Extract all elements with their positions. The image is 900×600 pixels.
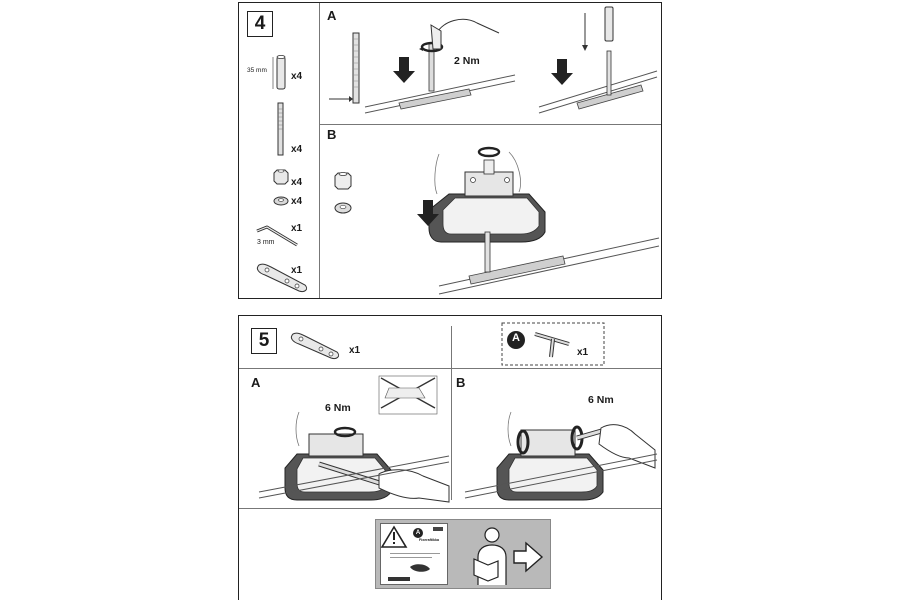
sleeve-quantity: x4 (291, 71, 303, 82)
section-divider-bottom (239, 508, 661, 509)
plate-icon (290, 332, 340, 359)
nut-quantity: x4 (291, 177, 303, 188)
section-a-illustration (329, 6, 658, 114)
tool-box (501, 322, 605, 366)
sleeve-dimension-label: 35 mm (247, 67, 267, 74)
section-b-illustration (464, 411, 658, 501)
car-icon (410, 564, 430, 572)
rail (438, 231, 660, 295)
bolt-icon (277, 102, 284, 156)
tool-quantity: x1 (577, 347, 589, 358)
section-a-illustration (258, 375, 450, 503)
section-divider-top (239, 368, 661, 369)
step-number: 4 (247, 11, 273, 37)
washer-icon (334, 202, 352, 214)
section-b-label: B (327, 127, 337, 142)
section-b-label: B (456, 375, 466, 390)
hex-key-quantity: x1 (291, 223, 303, 234)
section-a-torque: 6 Nm (325, 402, 351, 414)
banner-illustration (380, 525, 544, 585)
section-b-torque: 6 Nm (588, 394, 614, 406)
threaded-rod (329, 32, 360, 104)
section-b-illustration (334, 146, 660, 295)
sheet-badge-label: A (415, 530, 421, 536)
parts-illustrations (256, 55, 308, 292)
down-arrow-icon (551, 59, 573, 85)
step-number: 5 (251, 328, 277, 354)
rail-left (364, 74, 516, 114)
washer-quantity: x4 (291, 196, 303, 207)
warning-icon (380, 525, 408, 548)
tool-badge-label: A (512, 332, 520, 344)
nut-icon (334, 172, 352, 190)
tightening-tool (419, 18, 500, 92)
step-4-panel: 4 35 mm x4 x4 x4 x4 x1 3 mm x1 (238, 2, 662, 299)
rack-foot (496, 411, 656, 501)
sheet-badge-icon (413, 528, 423, 538)
sheet-title: Fixeraftikka (419, 538, 439, 542)
washer-icon (273, 196, 289, 206)
plate-quantity: x1 (291, 265, 303, 276)
section-a-label: A (327, 8, 337, 23)
person-reading-icon (473, 527, 507, 585)
hex-key-size-label: 3 mm (257, 239, 275, 246)
arrow-right-icon (513, 541, 544, 573)
plate-icon (256, 263, 308, 292)
hex-key-icon (256, 225, 298, 247)
rack-foot (428, 146, 546, 243)
plate-quantity: x1 (349, 345, 361, 356)
nut-icon (273, 169, 289, 185)
brand-logo (433, 527, 443, 531)
rail-right (538, 6, 658, 114)
section-a-label: A (251, 375, 261, 390)
tool-badge-icon (507, 331, 525, 349)
no-hands-icon (378, 375, 438, 415)
bolt-quantity: x4 (291, 144, 303, 155)
parts-divider (319, 3, 320, 298)
section-divider-vertical (451, 326, 452, 500)
down-arrow-icon (393, 57, 415, 83)
down-arrow-icon (417, 200, 439, 226)
section-a-torque: 2 Nm (454, 55, 480, 67)
sleeve-icon (272, 55, 286, 90)
section-divider (319, 124, 661, 125)
